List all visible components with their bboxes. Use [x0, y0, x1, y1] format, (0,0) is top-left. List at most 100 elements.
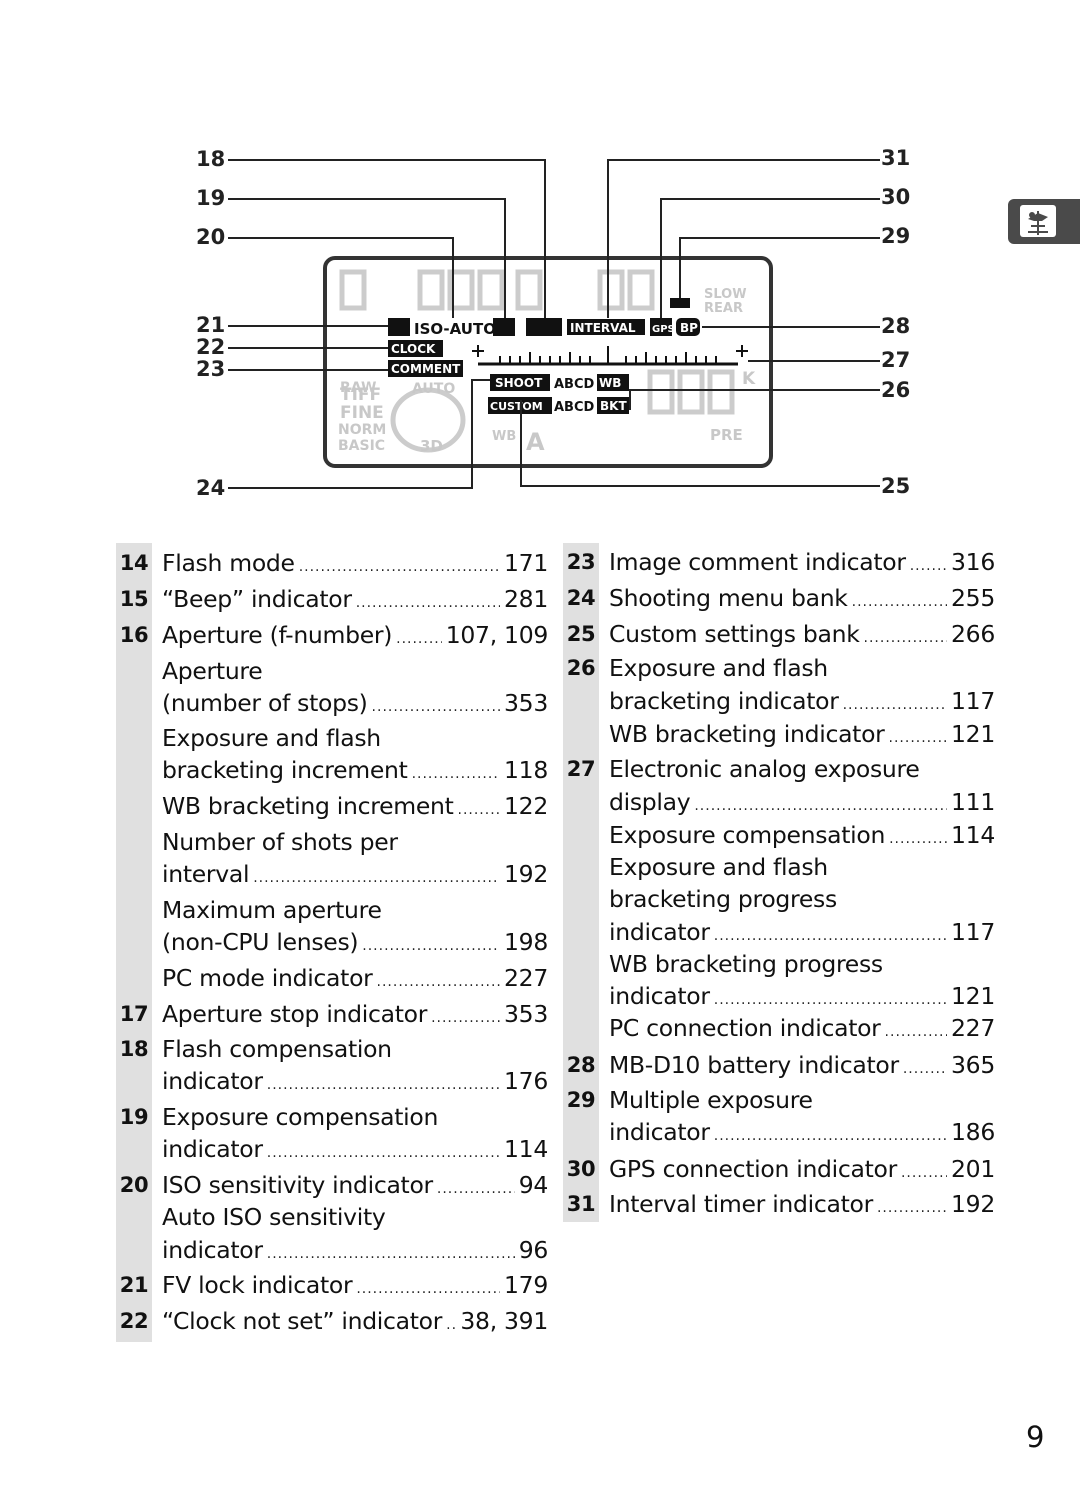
entry-label: display	[609, 788, 691, 816]
entry-page: 192	[951, 1190, 995, 1218]
entry-number: 20	[119, 1173, 149, 1197]
index-entry: Aperture	[116, 654, 548, 688]
index-entry: display111	[563, 785, 995, 819]
entry-label: (number of stops)	[162, 689, 368, 717]
entry-label: WB bracketing increment	[162, 792, 454, 820]
entry-label: Exposure and flash	[609, 654, 828, 682]
entry-page: 94	[518, 1171, 549, 1199]
callout-24: 24	[196, 476, 226, 500]
callout-19: 19	[196, 186, 226, 210]
svg-text:NORM: NORM	[338, 422, 386, 438]
entry-number: 24	[566, 586, 596, 610]
index-entry: WB bracketing increment 122	[116, 789, 548, 823]
leader-dots	[910, 545, 947, 583]
entry-page: 227	[951, 1014, 995, 1042]
callout-31: 31	[881, 146, 911, 170]
svg-text:INTERVAL: INTERVAL	[570, 321, 636, 335]
entry-page: 353	[504, 1000, 548, 1028]
leader-dots	[372, 686, 500, 724]
entry-label: GPS connection indicator	[609, 1155, 897, 1183]
entry-number: 31	[566, 1192, 596, 1216]
index-entry: indicator121	[563, 979, 995, 1013]
callout-26: 26	[881, 378, 911, 402]
index-entry: PC mode indicator227	[116, 961, 548, 995]
entry-label: indicator	[609, 982, 710, 1010]
entry-page: 266	[951, 620, 995, 648]
entry-number: 19	[119, 1105, 149, 1129]
index-entry: (number of stops)353	[116, 686, 548, 720]
callout-25: 25	[881, 474, 911, 498]
entry-page: 186	[951, 1118, 995, 1146]
svg-text:FINE: FINE	[340, 403, 384, 423]
entry-label: Flash mode	[162, 549, 295, 577]
entry-number: 25	[566, 622, 596, 646]
entry-page: 122	[504, 792, 548, 820]
entry-page: 117	[951, 918, 995, 946]
entry-number: 18	[119, 1037, 149, 1061]
callout-20: 20	[196, 225, 226, 249]
index-entry: 15“Beep” indicator281	[116, 582, 549, 616]
number-bar	[563, 543, 599, 1222]
index-entry: bracketing indicator117	[563, 684, 995, 718]
index-entry: bracketing progress	[563, 882, 995, 916]
svg-text:ABCD: ABCD	[554, 377, 595, 392]
entry-label: Maximum aperture	[162, 896, 382, 924]
svg-text:REAR: REAR	[704, 301, 743, 316]
svg-text:TIFF: TIFF	[340, 385, 381, 405]
entry-label: Electronic analog exposure	[609, 755, 920, 783]
svg-text:BASIC: BASIC	[338, 438, 385, 454]
entry-page: 198	[504, 928, 548, 956]
entry-label: Flash compensation	[162, 1035, 392, 1063]
entry-number: 16	[119, 623, 149, 647]
svg-text:GPS: GPS	[652, 324, 675, 335]
leader-dots	[877, 1187, 947, 1225]
entry-label: Interval timer indicator	[609, 1190, 873, 1218]
entry-number: 14	[119, 551, 149, 575]
index-entry: WB bracketing indicator121	[563, 717, 995, 751]
index-entry: 20 ISO sensitivity indicator 94	[116, 1168, 549, 1202]
callout-29: 29	[881, 224, 911, 248]
entry-number: 23	[566, 550, 596, 574]
svg-text:RAW: RAW	[340, 380, 376, 396]
entry-page: 192	[504, 860, 548, 888]
index-entry: Auto ISO sensitivity	[116, 1200, 548, 1234]
entry-label: (non-CPU lenses)	[162, 928, 359, 956]
entry-label: Exposure and flash	[609, 853, 828, 881]
entry-label: Exposure compensation	[609, 821, 886, 849]
entry-label: Multiple exposure	[609, 1086, 813, 1114]
entry-number: 17	[119, 1002, 149, 1026]
entry-label: Aperture stop indicator	[162, 1000, 428, 1028]
entry-number: 22	[119, 1309, 149, 1333]
svg-text:COMMENT: COMMENT	[391, 362, 461, 376]
svg-text:A: A	[526, 428, 545, 456]
index-entry: Exposure and flash	[116, 721, 548, 755]
index-entry: indicator114	[116, 1132, 548, 1166]
entry-label: interval	[162, 860, 250, 888]
index-entry: indicator186	[563, 1115, 995, 1149]
entry-page: 201	[951, 1155, 995, 1183]
index-entry: 14 Flash mode 171	[116, 546, 549, 580]
index-entry: Exposure and flash	[563, 850, 995, 884]
leader-dots	[885, 1011, 947, 1049]
svg-text:AUTO: AUTO	[412, 381, 455, 397]
entry-number: 27	[566, 757, 596, 781]
leader-dots	[356, 582, 500, 620]
entry-label: Aperture	[162, 657, 263, 685]
callout-23: 23	[196, 357, 226, 381]
entry-page: 121	[951, 720, 995, 748]
entry-page: 171	[504, 549, 548, 577]
index-entry: Exposure compensation114	[563, 818, 995, 852]
svg-text:K: K	[742, 369, 756, 389]
entry-label: ISO sensitivity indicator	[162, 1171, 433, 1199]
section-tab	[1008, 199, 1080, 244]
entry-page: 365	[951, 1051, 995, 1079]
callout-21: 21	[196, 313, 226, 337]
entry-page: 255	[951, 584, 995, 612]
